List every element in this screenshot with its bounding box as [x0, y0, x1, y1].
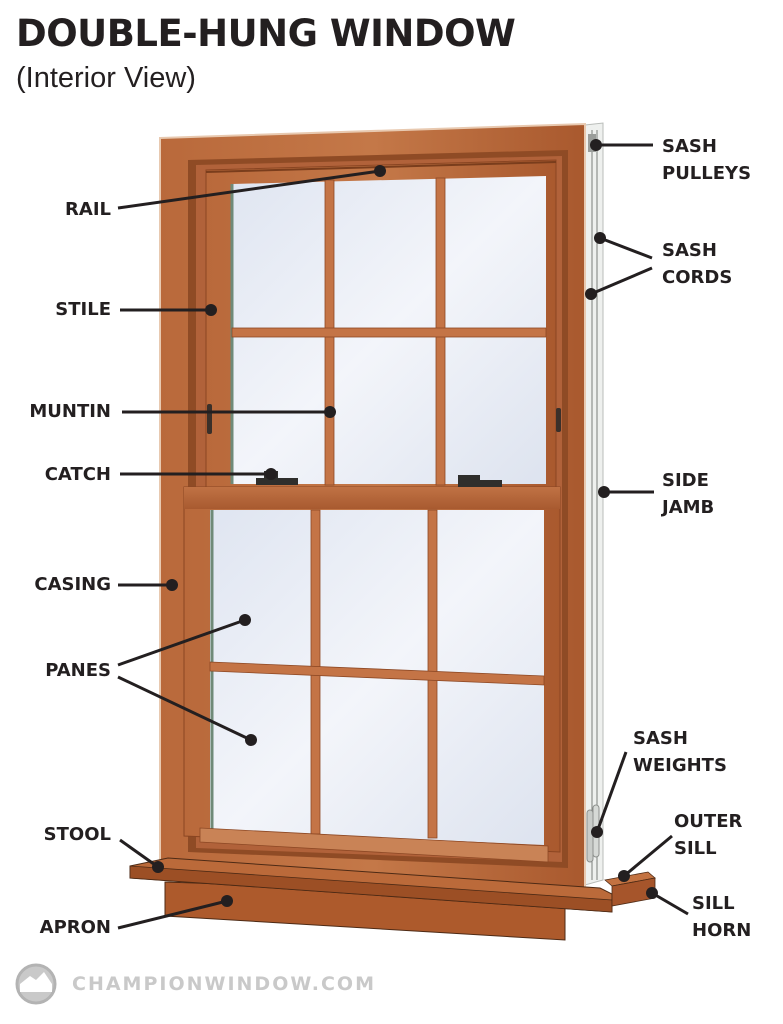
label-side-jamb: SIDE JAMB: [662, 470, 715, 518]
label-sash-weights: SASH WEIGHTS: [633, 728, 727, 776]
upper-sash-graphic: [205, 159, 561, 491]
label-sill-horn: SILL HORN: [692, 893, 752, 941]
label-sash-pulleys: SASH PULLEYS: [662, 136, 752, 184]
label-catch: CATCH: [44, 464, 111, 485]
house-in-circle-icon: [15, 963, 57, 1005]
leader-lines: [117, 139, 689, 930]
page-title: DOUBLE-HUNG WINDOW: [16, 12, 516, 55]
label-panes: PANES: [45, 660, 111, 681]
side-jamb-graphic: [584, 122, 604, 886]
label-stool: STOOL: [43, 824, 111, 845]
label-outer-sill: OUTER SILL: [674, 811, 743, 859]
footer-brand-text: CHAMPIONWINDOW.COM: [72, 973, 376, 995]
label-casing: CASING: [34, 574, 111, 595]
label-sash-cords: SASH CORDS: [662, 240, 733, 288]
page-subtitle: (Interior View): [16, 62, 196, 94]
label-stile: STILE: [55, 299, 111, 320]
label-rail: RAIL: [65, 199, 111, 220]
label-apron: APRON: [39, 917, 111, 938]
label-muntin: MUNTIN: [29, 401, 111, 422]
sill-assembly-graphic: [129, 857, 656, 941]
lower-sash-graphic: [183, 486, 561, 863]
footer-brand: CHAMPIONWINDOW.COM: [14, 962, 376, 1006]
